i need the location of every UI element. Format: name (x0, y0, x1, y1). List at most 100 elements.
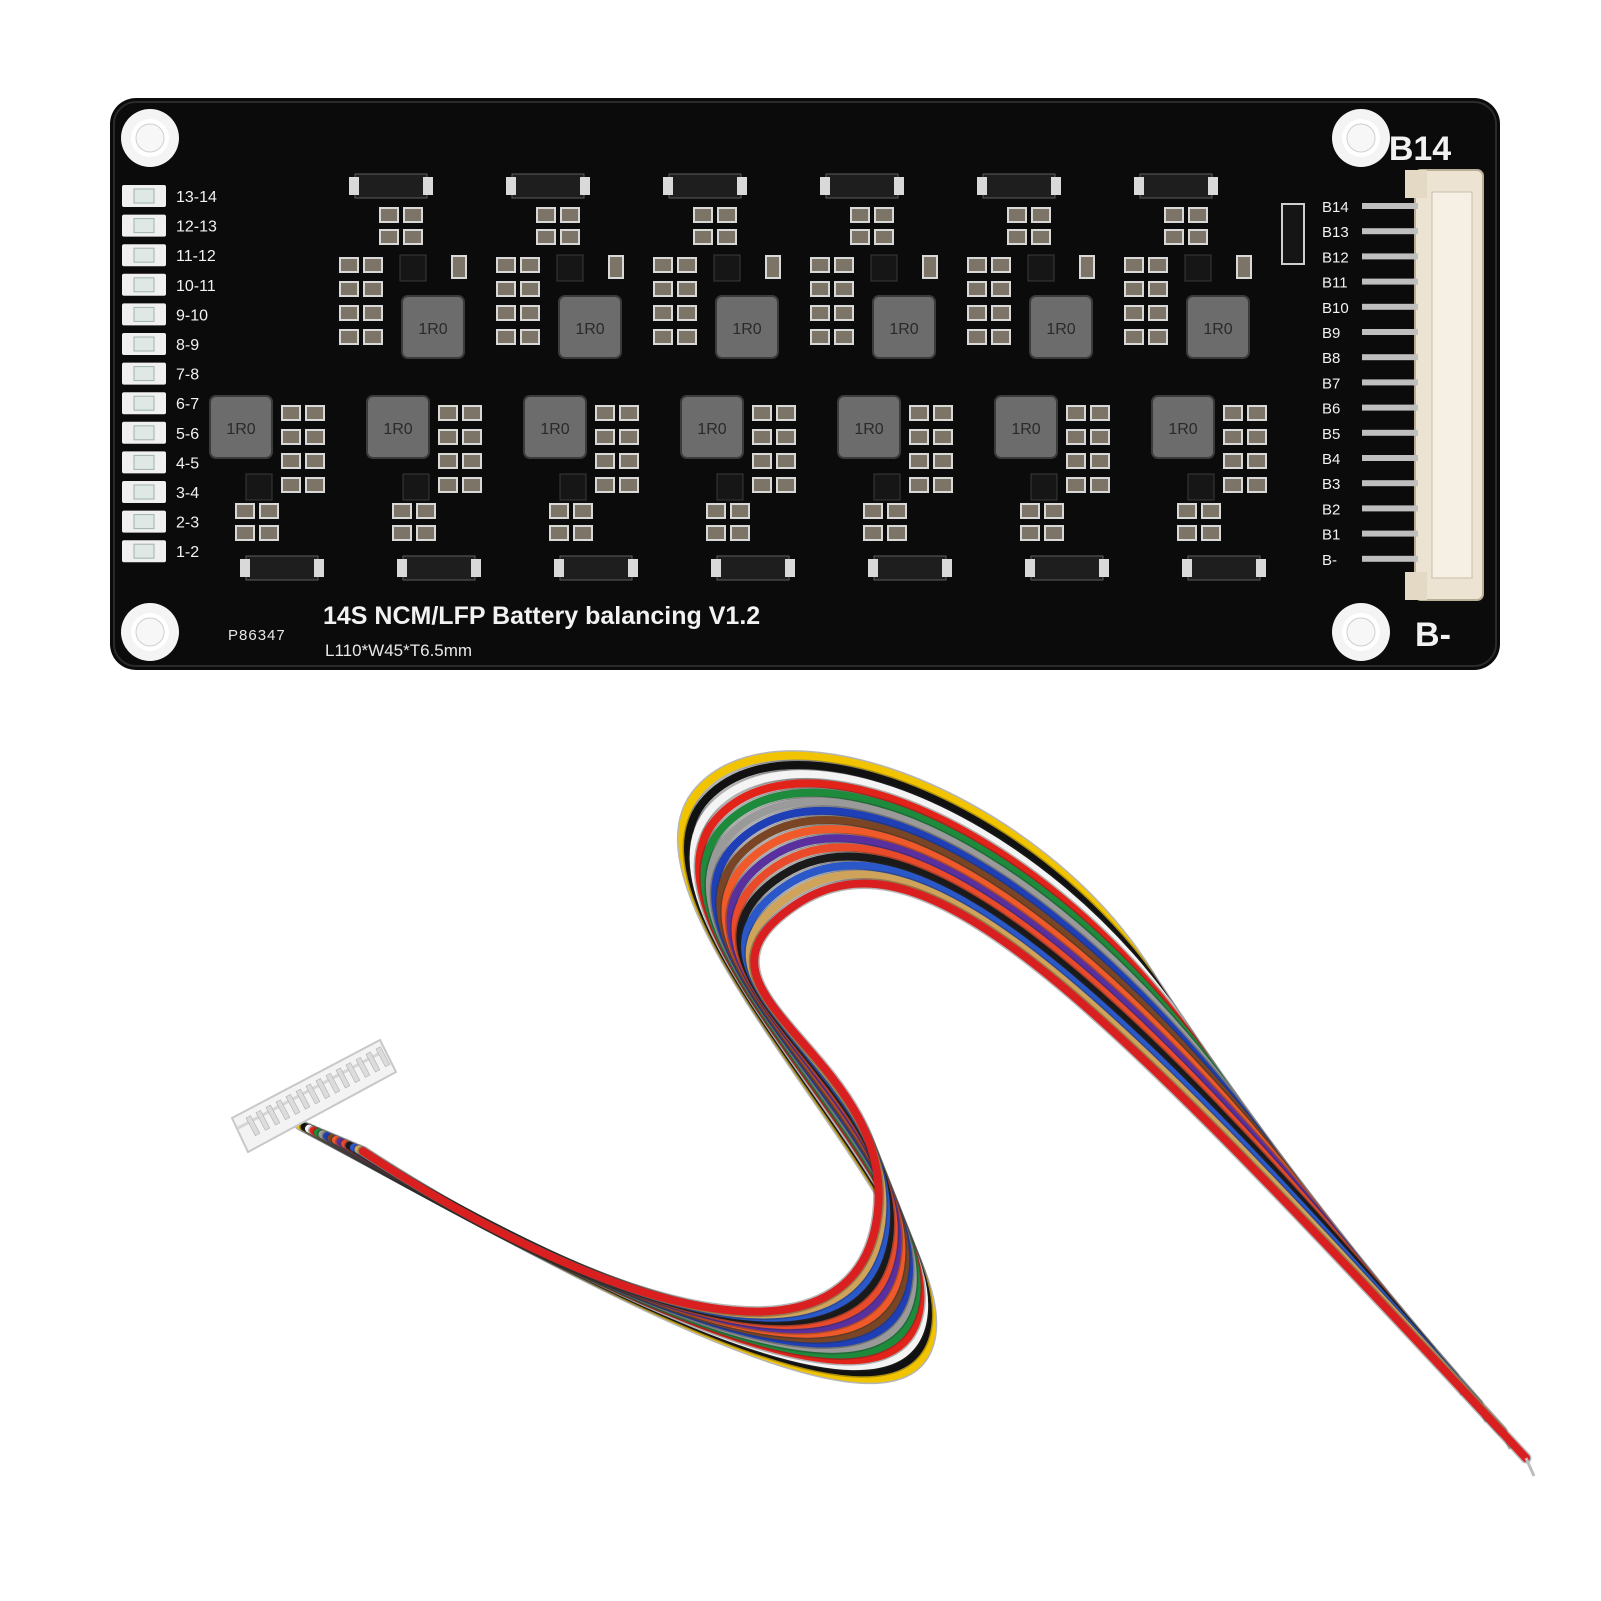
inductor (366, 395, 430, 459)
capacitor (1247, 429, 1267, 445)
capacitor (1148, 305, 1168, 321)
capacitor (1007, 207, 1027, 223)
header-pin (1362, 530, 1418, 537)
capacitor (1148, 281, 1168, 297)
pin-label: B1 (1322, 527, 1340, 544)
led-icon (133, 454, 155, 470)
led-icon (133, 336, 155, 352)
capacitor (496, 305, 516, 321)
part-number: P86347 (228, 627, 286, 644)
capacitor (776, 405, 796, 421)
header-pin (1362, 555, 1418, 562)
led-icon (133, 306, 155, 322)
capacitor (653, 281, 673, 297)
capacitor (1236, 255, 1252, 279)
led-icon (133, 218, 155, 234)
inductor-marking: 1R0 (540, 421, 569, 438)
capacitor (834, 305, 854, 321)
capacitor (922, 255, 938, 279)
wire-bundle (294, 750, 1536, 1477)
capacitor (549, 503, 569, 519)
mounting-hole-top-left (121, 109, 179, 167)
balancer-cell-top: 1R0 (653, 173, 781, 359)
top-connector-label: B14 (1389, 130, 1451, 168)
capacitor (363, 329, 383, 345)
diode (668, 173, 742, 199)
diode-lead (240, 559, 250, 577)
connector-slot (295, 1088, 311, 1110)
capacitor (416, 525, 436, 541)
pcb-body (110, 98, 1500, 670)
capacitor (1079, 255, 1095, 279)
inductor-marking: 1R0 (575, 321, 604, 338)
inductor (1029, 295, 1093, 359)
diode (511, 173, 585, 199)
capacitor (1177, 525, 1197, 541)
capacitor (776, 477, 796, 493)
balancer-cell-top: 1R0 (967, 173, 1095, 359)
capacitor (595, 453, 615, 469)
capacitor (1201, 525, 1221, 541)
capacitor (1188, 229, 1208, 245)
capacitor (730, 525, 750, 541)
capacitor (496, 281, 516, 297)
capacitor (909, 429, 929, 445)
led-label: 4-5 (176, 455, 199, 472)
capacitor (1066, 429, 1086, 445)
capacitor (1066, 477, 1086, 493)
capacitor (1066, 453, 1086, 469)
led-label: 3-4 (176, 485, 199, 502)
capacitor (967, 305, 987, 321)
inductor (715, 295, 779, 359)
capacitor (235, 525, 255, 541)
mosfet-chip (402, 473, 430, 501)
diode-lead (785, 559, 795, 577)
capacitor (339, 257, 359, 273)
capacitor (850, 229, 870, 245)
capacitor (1247, 453, 1267, 469)
inductor-marking: 1R0 (1203, 321, 1232, 338)
capacitor (1148, 257, 1168, 273)
capacitor (438, 405, 458, 421)
inductor (558, 295, 622, 359)
inductor-marking: 1R0 (1011, 421, 1040, 438)
wire (341, 843, 1434, 1354)
led-label: 8-9 (176, 337, 199, 354)
capacitor (776, 453, 796, 469)
inductor (401, 295, 465, 359)
diode-lead (942, 559, 952, 577)
header-pin (1362, 228, 1418, 235)
wire-tip (1524, 1457, 1536, 1477)
capacitor (462, 405, 482, 421)
diode-lead (397, 559, 407, 577)
capacitor (496, 329, 516, 345)
balancer-cell-bottom: 1R0 (1151, 395, 1267, 581)
connector-slot (315, 1078, 331, 1099)
capacitor (520, 257, 540, 273)
capacitor (1223, 405, 1243, 421)
connector-slot (285, 1094, 301, 1115)
capacitor (717, 229, 737, 245)
header-pin (1362, 354, 1418, 361)
capacitor (520, 305, 540, 321)
capacitor (1223, 477, 1243, 493)
mosfet-chip (1184, 254, 1212, 282)
led-icon (133, 425, 155, 441)
diode-lead (349, 177, 359, 195)
capacitor (305, 477, 325, 493)
diode-lead (1134, 177, 1144, 195)
capacitor (462, 477, 482, 493)
capacitor (991, 281, 1011, 297)
capacitor (677, 305, 697, 321)
inductor (872, 295, 936, 359)
mosfet-chip (870, 254, 898, 282)
balance-cable (230, 750, 1536, 1477)
capacitor (752, 405, 772, 421)
capacitor (1177, 503, 1197, 519)
wire (359, 879, 1530, 1462)
mosfet-chip (559, 473, 587, 501)
inductor-marking: 1R0 (889, 321, 918, 338)
diode-lead (977, 177, 987, 195)
diode-lead (894, 177, 904, 195)
capacitor (1148, 329, 1168, 345)
